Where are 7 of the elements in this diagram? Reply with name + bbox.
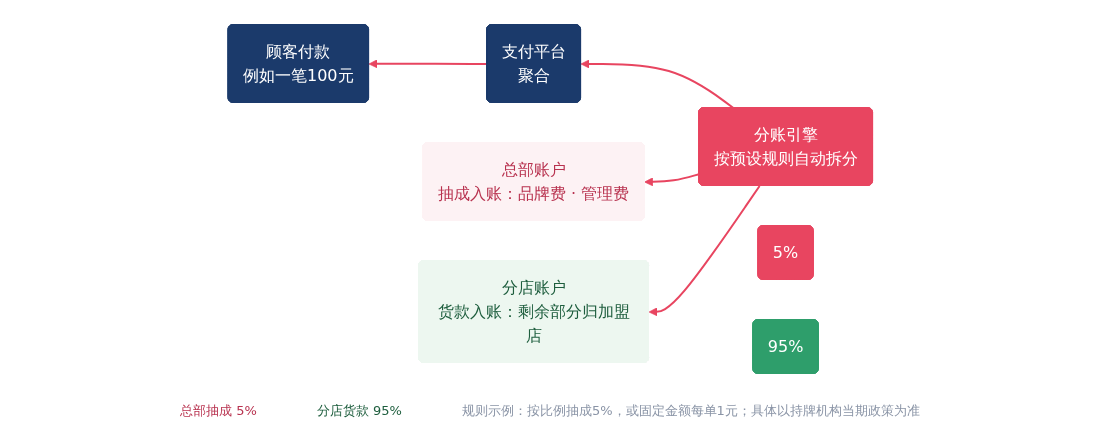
note-text: 规则示例：按比例抽成5%，或固定金额每单1元；具体以持牌机构当期政策为准 bbox=[461, 402, 920, 420]
share-label: 分店货款 95% bbox=[316, 402, 402, 420]
share-label: 总部抽成 5% bbox=[180, 402, 257, 420]
arrow bbox=[368, 59, 488, 69]
arrow bbox=[644, 173, 700, 187]
arrow bbox=[580, 59, 735, 109]
arrow bbox=[648, 185, 761, 317]
